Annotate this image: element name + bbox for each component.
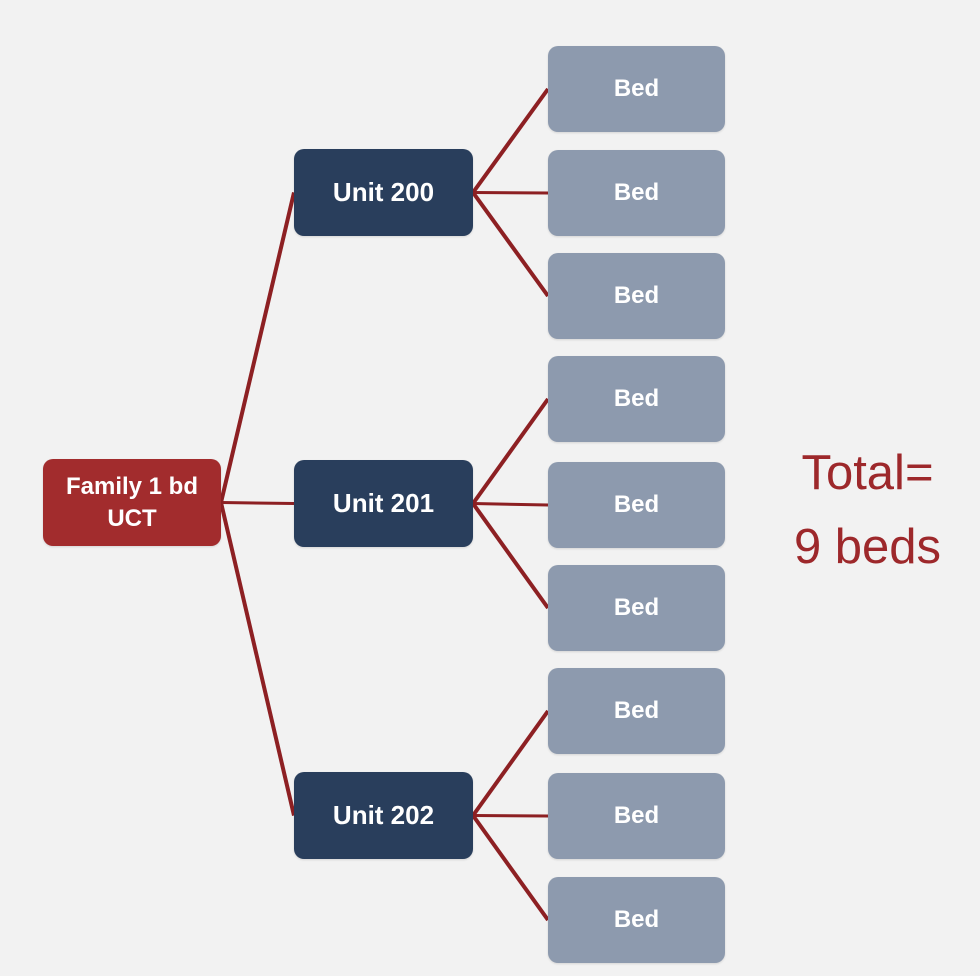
connector-line bbox=[220, 501, 295, 505]
total-line2: 9 beds bbox=[793, 519, 942, 574]
node-bed: Bed bbox=[548, 877, 725, 963]
node-bed: Bed bbox=[548, 46, 725, 132]
connector-line bbox=[471, 191, 550, 298]
node-bed: Bed bbox=[548, 462, 725, 548]
node-bed: Bed bbox=[548, 150, 725, 236]
connector-line bbox=[219, 502, 296, 816]
node-unit-200: Unit 200 bbox=[294, 149, 473, 236]
total-line1: Total= bbox=[801, 446, 934, 500]
node-bed: Bed bbox=[548, 773, 725, 859]
node-family-1bd-uct: Family 1 bd UCT bbox=[43, 459, 221, 546]
node-bed: Bed bbox=[548, 565, 725, 651]
total-label: Total= 9 beds bbox=[770, 437, 965, 584]
root-label-line2: UCT bbox=[107, 504, 157, 532]
connector-line bbox=[219, 192, 296, 503]
connector-line bbox=[471, 397, 550, 505]
connector-line bbox=[471, 709, 550, 817]
node-unit-201: Unit 201 bbox=[294, 460, 473, 547]
connector-line bbox=[472, 502, 549, 507]
root-label-line1: Family 1 bd bbox=[65, 472, 199, 500]
connector-line bbox=[471, 502, 550, 610]
node-bed: Bed bbox=[548, 253, 725, 339]
node-bed: Bed bbox=[548, 668, 725, 754]
connector-line bbox=[472, 191, 549, 195]
node-unit-202: Unit 202 bbox=[294, 772, 473, 859]
connector-line bbox=[471, 814, 550, 922]
node-bed: Bed bbox=[548, 356, 725, 442]
connector-line bbox=[472, 814, 549, 818]
connector-line bbox=[471, 87, 550, 194]
